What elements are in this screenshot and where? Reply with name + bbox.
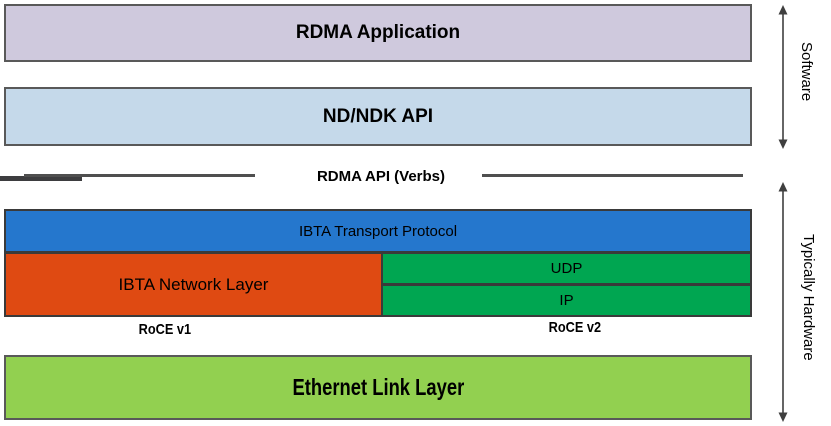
verbs-boundary-line-left [24,174,255,177]
verbs-boundary-line-left-thick [0,176,82,181]
nd-ndk-api-layer-box: ND/NDK API [4,87,752,146]
ip-label: IP [559,292,574,309]
typically-hardware-double-arrow-icon [778,182,788,422]
roce-v2-label: RoCE v2 [548,319,602,336]
ip-layer-box: IP [381,284,752,317]
ibta-network-layer-label: IBTA Network Layer [118,274,269,294]
roce-v1-label: RoCE v1 [138,321,192,338]
udp-layer-box: UDP [381,252,752,285]
ibta-transport-protocol-label: IBTA Transport Protocol [298,222,458,240]
software-side-label: Software [798,42,815,102]
software-double-arrow-icon [778,5,788,149]
ethernet-link-layer-label: Ethernet Link Layer [292,374,464,400]
rdma-api-verbs-label: RDMA API (Verbs) [316,168,446,185]
udp-label: UDP [550,260,583,277]
verbs-boundary-line-right [482,174,743,177]
rdma-application-layer-box: RDMA Application [4,4,752,62]
ethernet-link-layer-box: Ethernet Link Layer [4,355,752,420]
nd-ndk-api-label: ND/NDK API [322,105,434,127]
typically-hardware-side-label: Typically Hardware [800,234,817,361]
ibta-transport-protocol-box: IBTA Transport Protocol [4,209,752,253]
ibta-network-layer-box: IBTA Network Layer [4,252,383,317]
rdma-application-label: RDMA Application [295,22,461,43]
